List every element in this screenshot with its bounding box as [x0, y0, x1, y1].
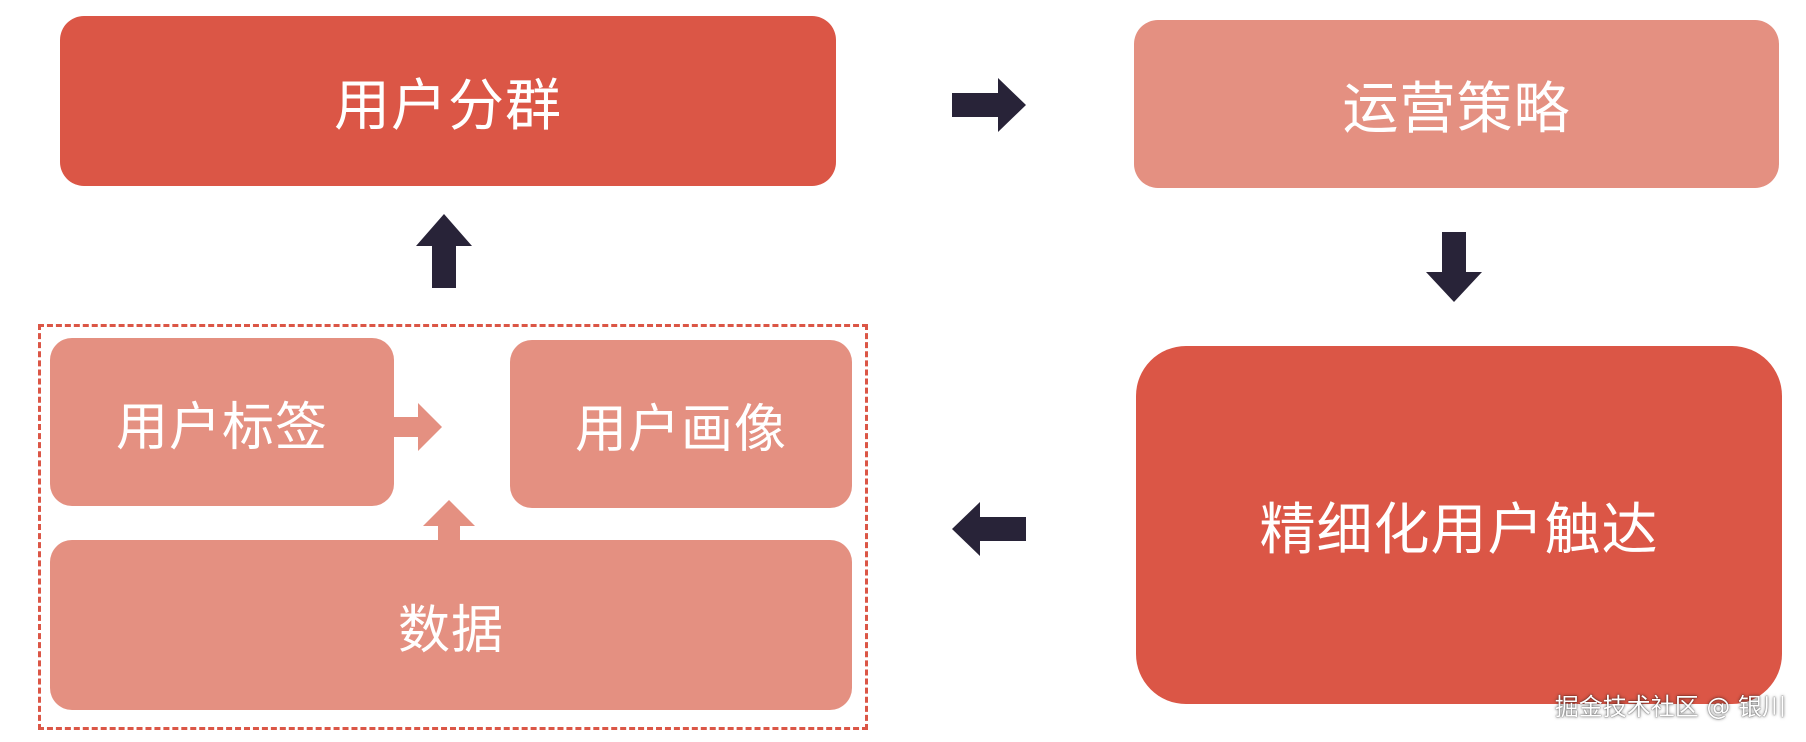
arrow-right-icon: [952, 78, 1026, 132]
node-data: 数据: [50, 540, 852, 710]
node-user-tags: 用户标签: [50, 338, 394, 506]
node-user-portrait: 用户画像: [510, 340, 852, 508]
arrow-right-light-icon: [392, 403, 442, 451]
arrow-up-light-icon: [423, 500, 475, 550]
node-operation-strategy: 运营策略: [1134, 20, 1779, 188]
node-user-segmentation: 用户分群: [60, 16, 836, 186]
data-foundation-group: [38, 324, 868, 730]
arrow-left-icon: [952, 502, 1026, 556]
arrow-down-icon: [1426, 232, 1482, 302]
watermark: 掘金技术社区 @ 银川: [1554, 693, 1786, 721]
arrow-up-icon: [416, 214, 472, 288]
node-refined-user-touch: 精细化用户触达: [1136, 346, 1782, 704]
